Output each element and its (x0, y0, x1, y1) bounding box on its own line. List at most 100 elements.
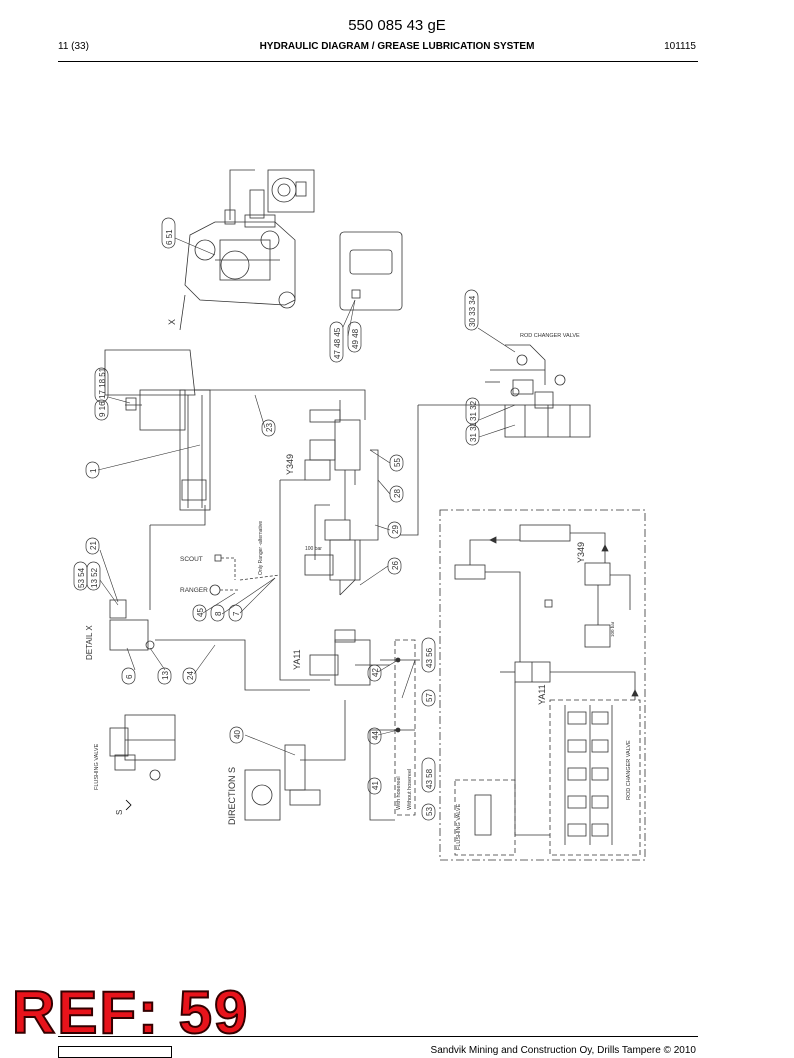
callout-bubble (421, 803, 436, 821)
y349-label-left: Y349 (285, 454, 295, 475)
pressure-valve-100bar (304, 519, 361, 595)
callout-text: 55 (393, 458, 402, 467)
scout-label: SCOUT (180, 556, 203, 563)
flushing-valve-left (109, 714, 176, 781)
callout-bubble (157, 667, 172, 685)
footer-logo (58, 1046, 172, 1058)
callout-bubble (347, 321, 362, 353)
callout-text: 57 (425, 693, 434, 702)
pressure-label-left: 100 bar (305, 546, 322, 552)
arrow-icon (125, 799, 132, 811)
rod-changer-valve-stack (567, 711, 609, 837)
callout-bubble (192, 604, 207, 622)
callout-text: 30 33 34 (468, 295, 477, 327)
callout-bubble (210, 604, 225, 622)
callout-bubble (421, 689, 436, 707)
hose-lines (149, 169, 505, 821)
callout-bubble (329, 321, 344, 363)
only-ranger-label: Only Ranger -alternative (258, 521, 264, 575)
callout-text: 43 56 (425, 647, 434, 668)
callout-text: 40 (233, 730, 242, 739)
callout-bubble (182, 667, 197, 685)
document-number: 550 085 43 gE (348, 17, 446, 34)
y349-label-right: Y349 (576, 542, 586, 563)
callout-bubble (86, 561, 101, 591)
callout-bubble (85, 461, 100, 479)
solenoid-valve-ya11-left (309, 629, 371, 686)
solenoid-valve-y349-upper (304, 400, 361, 485)
rod-changer-valve-block (485, 344, 591, 438)
header-divider (58, 61, 698, 62)
with-hosereel-label: With hosereel (396, 776, 402, 810)
callout-bubble (261, 419, 276, 437)
callout-bubble (389, 454, 404, 472)
s-mark: S (115, 810, 124, 815)
ya11-label-left: YA11 (292, 649, 302, 670)
footer-divider (58, 1036, 698, 1037)
callout-text: 49 48 (351, 328, 360, 349)
callout-bubble (465, 397, 480, 425)
callout-text: 29 (391, 525, 400, 534)
callout-text: 17 18 51 (98, 367, 107, 399)
callout-text: 44 (371, 731, 380, 740)
leader-lines (97, 237, 516, 756)
control-panel (339, 231, 403, 311)
rod-changer-valve-label-right: ROD CHANGER VALVE (626, 740, 632, 800)
callout-bubble (464, 289, 479, 331)
callout-text: 7 (232, 611, 241, 616)
flushing-valve-label-right: FLUSHING VALVE (456, 803, 462, 850)
pressure-label-right: 100 bar (610, 621, 615, 637)
callout-text: 13 52 (90, 567, 99, 588)
callout-text: 43 58 (425, 768, 434, 789)
callout-text: 31 31 (469, 421, 478, 442)
direction-s-label: DIRECTION S (227, 767, 237, 825)
rod-changer-valve-label-top: ROD CHANGER VALVE (520, 333, 580, 339)
callout-bubble (161, 217, 176, 249)
callout-bubble (465, 424, 480, 446)
without-hosereel-label: Without hosereel (407, 769, 413, 810)
callout-text: 6 (125, 674, 134, 679)
callout-text: 24 (186, 671, 195, 680)
ya11-label-right: YA11 (537, 684, 547, 705)
callout-bubble (121, 667, 136, 685)
callout-text: 42 (371, 668, 380, 677)
callout-text: 26 (391, 561, 400, 570)
callout-bubble (94, 399, 109, 421)
grease-pump-direction-s (244, 744, 321, 821)
callout-numbers: 6 51 30 33 34 47 48 45 49 48 17 18 51 9 … (77, 229, 478, 816)
feed-beam (104, 349, 211, 511)
callout-bubbles (73, 217, 480, 821)
rock-drill-assembly (179, 169, 315, 331)
callout-text: 41 (371, 781, 380, 790)
callout-bubble (421, 757, 436, 793)
callout-text: 53 54 (77, 567, 86, 588)
hydraulic-schematic-right (439, 509, 646, 861)
callout-bubble (228, 604, 243, 622)
detail-x-valve (109, 599, 155, 651)
flushing-valve-label-left: FLUSHING VALVE (94, 743, 100, 790)
callout-text: 9 16 (98, 401, 107, 417)
page-title: HYDRAULIC DIAGRAM / GREASE LUBRICATION S… (259, 41, 535, 52)
detail-x-label: DETAIL X (85, 625, 94, 660)
callout-text: 45 (196, 608, 205, 617)
callout-text: 53 (425, 807, 434, 816)
page-number: 11 (33) (58, 41, 89, 52)
callout-text: 47 48 45 (333, 327, 342, 359)
callout-bubble (389, 485, 404, 503)
scout-ranger-selector (209, 554, 281, 596)
callout-bubble (367, 664, 382, 682)
callout-text: 6 51 (165, 229, 174, 245)
callout-text: 13 (161, 671, 170, 680)
x-mark: X (167, 319, 177, 325)
callout-bubble (421, 637, 436, 673)
callout-bubble (229, 726, 244, 744)
callout-text: 31 32 (469, 400, 478, 421)
callout-text: 23 (265, 423, 274, 432)
callout-bubble (367, 727, 382, 745)
callout-text: 28 (393, 489, 402, 498)
ref-stamp: REF: 59 (11, 979, 250, 1046)
callout-text: 8 (214, 611, 223, 616)
callout-bubble (387, 557, 402, 575)
callout-bubble (367, 777, 382, 795)
